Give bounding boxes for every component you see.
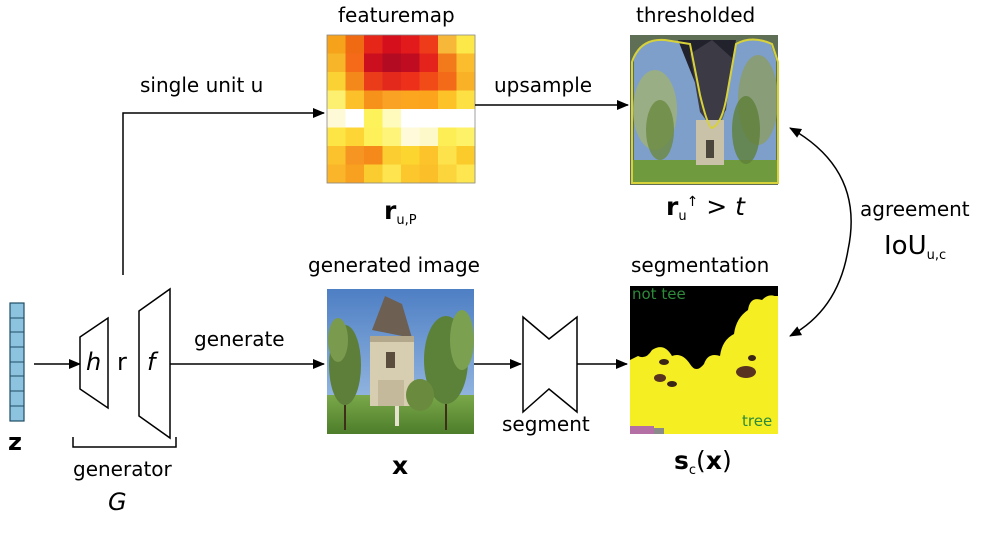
segmentation-title: segmentation (631, 253, 770, 277)
heatmap-cell (364, 72, 383, 91)
heatmap-cell (438, 164, 457, 184)
heatmap-cell (456, 90, 476, 110)
heatmap-cell (456, 146, 476, 165)
heatmap-cell (345, 164, 365, 184)
heatmap-cell (456, 164, 476, 184)
generate-label: generate (194, 327, 285, 351)
heatmap-cell (456, 109, 476, 128)
arrow-single-unit (122, 108, 325, 275)
heatmap-cell (364, 53, 383, 73)
heatmap-cell (456, 72, 476, 91)
upsample-label: upsample (494, 73, 593, 97)
heatmap-cell (438, 53, 457, 73)
heatmap-cell (401, 164, 420, 184)
heatmap-cell (345, 90, 365, 110)
heatmap-cell (419, 72, 439, 91)
heatmap-cell (382, 90, 402, 110)
heatmap-cell (345, 109, 365, 128)
r-symbol: r (117, 348, 127, 376)
heatmap-cell (345, 53, 365, 73)
heatmap-cell (419, 146, 439, 165)
heatmap-cell (382, 127, 402, 147)
heatmap-cell (327, 35, 346, 54)
heatmap-cell (364, 164, 383, 184)
heatmap-cell (327, 164, 346, 184)
thresholded-title: thresholded (636, 3, 756, 27)
segmenter-block (522, 315, 578, 414)
x-symbol: x (392, 451, 409, 480)
featuremap-symbol: ru,P (384, 196, 417, 228)
heatmap-cell (401, 90, 420, 110)
heatmap-cell (456, 35, 476, 54)
segmentation-map (630, 286, 778, 434)
heatmap-cell (419, 164, 439, 184)
heatmap-cell (401, 53, 420, 73)
heatmap-cell (401, 146, 420, 165)
heatmap-cell (419, 109, 439, 128)
heatmap-cell (401, 72, 420, 91)
heatmap-cell (438, 72, 457, 91)
heatmap-cell (401, 35, 420, 54)
generator-h-block (79, 316, 109, 410)
heatmap-cell (401, 127, 420, 147)
heatmap-cell (419, 35, 439, 54)
single-unit-label: single unit u (140, 73, 264, 97)
agreement-label: agreement (860, 197, 970, 221)
heatmap-cell (419, 90, 439, 110)
heatmap-cell (456, 53, 476, 73)
latent-vector-z (9, 302, 25, 422)
heatmap-cell (419, 53, 439, 73)
heatmap-cell (382, 53, 402, 73)
heatmap-cell (438, 35, 457, 54)
heatmap-cell (345, 35, 365, 54)
h-symbol: h (86, 348, 102, 376)
heatmap-cell (364, 146, 383, 165)
f-symbol: f (147, 348, 156, 376)
segmentation-symbol: sc(x) (674, 446, 732, 478)
heatmap-cell (345, 146, 365, 165)
heatmap-cell (327, 53, 346, 73)
generated-image-title: generated image (308, 253, 480, 277)
featuremap-heatmap (327, 35, 476, 184)
generator-bracket (72, 437, 177, 448)
heatmap-cell (364, 127, 383, 147)
heatmap-cell (364, 109, 383, 128)
thresholded-symbol: ru↑ > t (666, 192, 745, 224)
heatmap-cell (382, 146, 402, 165)
heatmap-cell (327, 90, 346, 110)
heatmap-cell (438, 90, 457, 110)
heatmap-cell (401, 109, 420, 128)
heatmap-cell (382, 72, 402, 91)
heatmap-cell (456, 127, 476, 147)
thresholded-image (630, 35, 779, 185)
heatmap-cell (438, 146, 457, 165)
arrow-agreement (789, 127, 852, 337)
heatmap-cell (364, 90, 383, 110)
heatmap-cell (364, 35, 383, 54)
segment-label: segment (502, 412, 590, 436)
z-symbol: z (8, 428, 22, 456)
tree-label: tree (742, 412, 773, 430)
heatmap-cell (382, 109, 402, 128)
heatmap-cell (327, 109, 346, 128)
heatmap-cell (438, 109, 457, 128)
generator-label: generator (73, 457, 172, 481)
generated-image (327, 289, 474, 434)
heatmap-cell (438, 127, 457, 147)
heatmap-cell (382, 164, 402, 184)
heatmap-cell (327, 146, 346, 165)
heatmap-cell (382, 35, 402, 54)
not-tree-label: not tee (632, 285, 686, 303)
heatmap-cell (345, 127, 365, 147)
featuremap-title: featuremap (338, 3, 455, 27)
heatmap-cell (327, 72, 346, 91)
heatmap-cell (327, 127, 346, 147)
heatmap-cell (419, 127, 439, 147)
G-symbol: G (108, 488, 127, 516)
iou-symbol: IoUu,c (884, 231, 947, 263)
generator-f-block (138, 287, 171, 440)
heatmap-cell (345, 72, 365, 91)
